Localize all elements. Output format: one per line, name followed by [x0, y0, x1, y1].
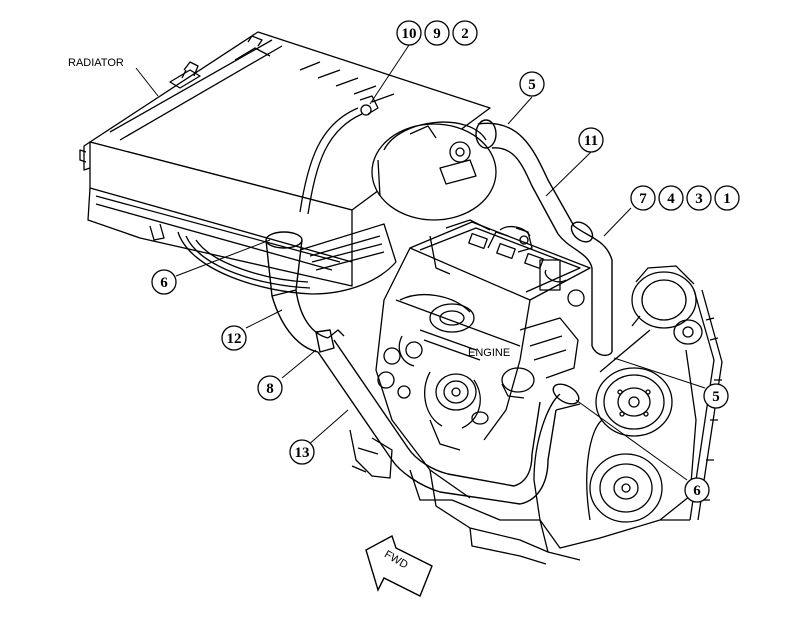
callout-3: 3	[686, 185, 712, 211]
svg-text:10: 10	[402, 26, 417, 42]
svg-text:2: 2	[461, 26, 469, 42]
svg-text:5: 5	[712, 389, 720, 405]
callout-10: 10	[396, 20, 422, 46]
svg-text:6: 6	[693, 483, 701, 499]
callout-5-upper: 5	[519, 71, 545, 97]
callout-7: 7	[630, 185, 656, 211]
svg-text:5: 5	[528, 77, 536, 93]
svg-text:6: 6	[160, 275, 168, 291]
callout-13: 13	[289, 439, 315, 465]
svg-text:13: 13	[295, 445, 310, 461]
svg-text:4: 4	[667, 191, 675, 207]
coolant-hoses	[265, 119, 613, 505]
svg-text:1: 1	[723, 191, 731, 207]
radiator-label: RADIATOR	[68, 57, 124, 69]
forward-arrow: FWD	[365, 534, 433, 597]
svg-text:12: 12	[227, 331, 242, 347]
callout-4: 4	[658, 185, 684, 211]
svg-text:11: 11	[584, 133, 598, 149]
callout-1: 1	[714, 185, 740, 211]
svg-text:3: 3	[695, 191, 703, 207]
callout-8: 8	[257, 375, 283, 401]
svg-text:9: 9	[433, 26, 441, 42]
callout-6-radiator: 6	[151, 269, 177, 295]
engine-label: ENGINE	[468, 347, 510, 359]
upper-hose	[477, 122, 613, 352]
callout-2: 2	[452, 20, 478, 46]
leader-lines	[135, 44, 706, 481]
engine	[349, 219, 697, 565]
callout-9: 9	[424, 20, 450, 46]
callout-11: 11	[578, 127, 604, 153]
svg-text:7: 7	[639, 191, 647, 207]
callout-6-engine: 6	[684, 477, 710, 503]
lower-pipe	[317, 351, 557, 505]
svg-text:8: 8	[266, 381, 274, 397]
callout-12: 12	[221, 325, 247, 351]
callout-5-engine: 5	[703, 383, 729, 409]
front-pulleys	[586, 265, 723, 523]
